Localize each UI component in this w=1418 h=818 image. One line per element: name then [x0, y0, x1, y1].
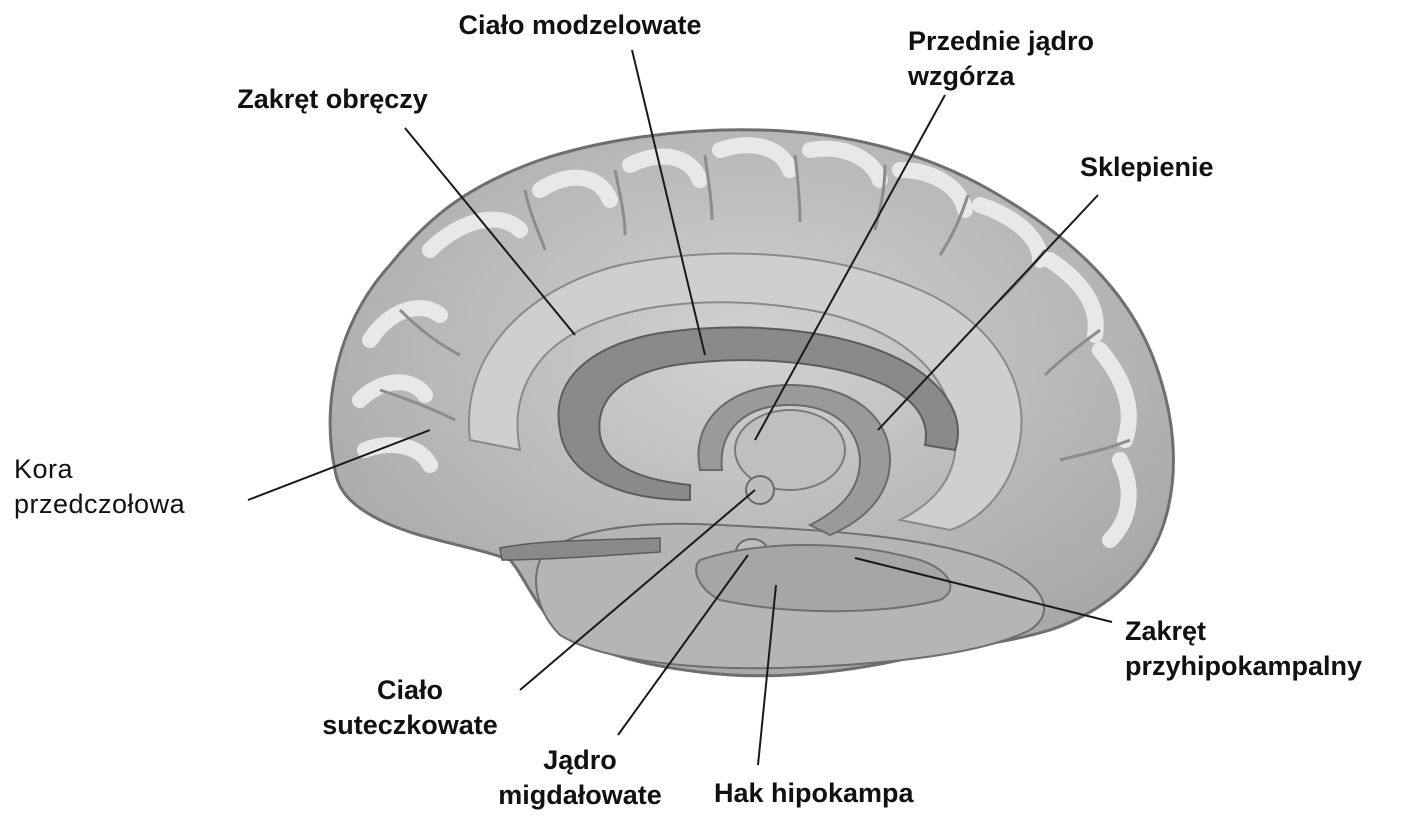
label-text-line-2: migdałowate	[470, 778, 690, 813]
label-corpus-callosum: Ciało modzelowate	[430, 8, 730, 43]
mammillary-body-shape	[746, 476, 774, 504]
label-text: Zakręt obręczy	[205, 82, 460, 117]
label-prefrontal-cortex: Kora przedczołowa	[14, 452, 244, 522]
label-anterior-thalamic-nucleus: Przednie jądro wzgórza	[908, 24, 1168, 94]
label-text: Hak hipokampa	[714, 776, 974, 811]
label-text-line-2: suteczkowate	[300, 708, 520, 743]
label-uncus: Hak hipokampa	[714, 776, 974, 811]
label-amygdala: Jądro migdałowate	[470, 743, 690, 813]
label-text-line-2: przyhipokampalny	[1125, 649, 1415, 684]
label-text: Ciało modzelowate	[430, 8, 730, 43]
label-text-line-2: wzgórza	[908, 59, 1168, 94]
label-cingulate-gyrus: Zakręt obręczy	[205, 82, 460, 117]
label-text-line-1: Jądro	[470, 743, 690, 778]
label-text-line-1: Kora	[14, 452, 244, 487]
label-text-line-1: Ciało	[300, 673, 520, 708]
label-text-line-1: Przednie jądro	[908, 24, 1168, 59]
label-fornix: Sklepienie	[1080, 150, 1260, 185]
label-mammillary-body: Ciało suteczkowate	[300, 673, 520, 743]
label-text-line-1: Zakręt	[1125, 614, 1415, 649]
label-text-line-2: przedczołowa	[14, 487, 244, 522]
label-parahippocampal-gyrus: Zakręt przyhipokampalny	[1125, 614, 1415, 684]
label-text: Sklepienie	[1080, 150, 1260, 185]
